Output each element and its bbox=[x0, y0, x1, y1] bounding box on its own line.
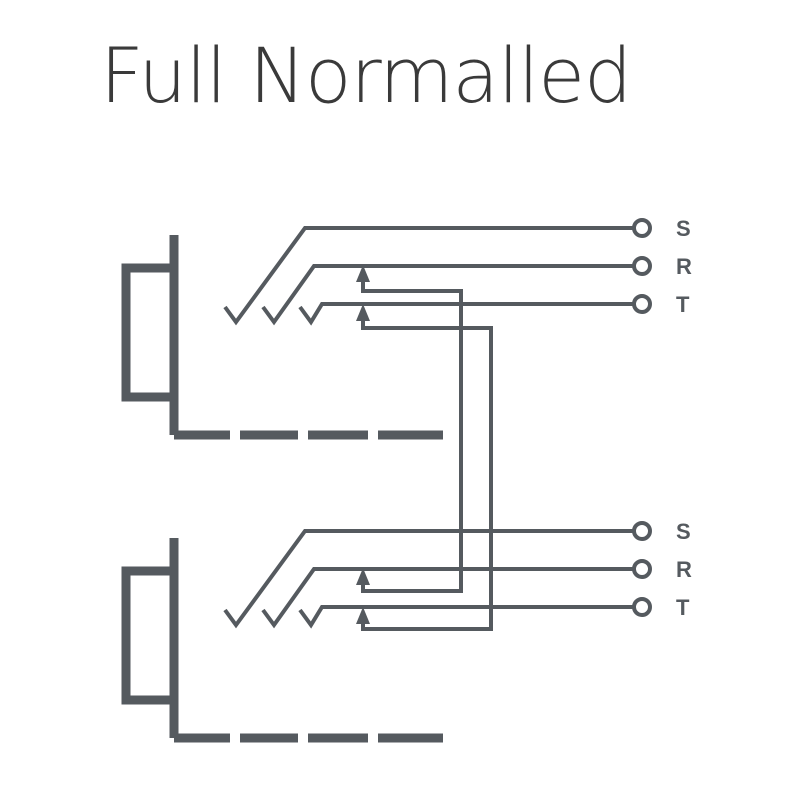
jack-top-ring-normal-wire bbox=[361, 282, 463, 593]
jack-top-ring-spring bbox=[261, 264, 634, 326]
jack-top-body bbox=[121, 235, 179, 435]
jack-top-tip-spring bbox=[298, 302, 634, 326]
jack-bottom-tip-normal-contact bbox=[356, 607, 370, 624]
jack-bottom-sleeve-spring bbox=[223, 529, 634, 629]
jack-top-tip-normal-wire bbox=[361, 321, 493, 631]
jack-top-label-s: S bbox=[676, 216, 691, 241]
jack-top-terminal-s bbox=[632, 218, 652, 238]
diagram-title: Full Normalled bbox=[100, 31, 632, 120]
jack-bottom-label-t: T bbox=[676, 595, 690, 620]
jack-top-ring-normal-contact bbox=[356, 265, 370, 282]
jack-bottom-ring-spring bbox=[261, 567, 634, 629]
jack-bottom-terminal-t bbox=[632, 597, 652, 617]
jack-top: S R T bbox=[121, 216, 692, 631]
jack-top-tip-normal-contact bbox=[356, 304, 370, 321]
jack-top-label-t: T bbox=[676, 292, 690, 317]
jack-bottom-body bbox=[121, 538, 179, 738]
jack-top-label-r: R bbox=[676, 254, 692, 279]
jack-bottom-label-s: S bbox=[676, 519, 691, 544]
jack-top-sleeve-spring bbox=[223, 226, 634, 326]
jack-bottom-ring-normal-contact bbox=[356, 568, 370, 585]
jack-bottom: S R T bbox=[121, 519, 692, 743]
jack-bottom-tip-spring bbox=[298, 605, 634, 629]
jack-bottom-label-r: R bbox=[676, 557, 692, 582]
jack-top-terminal-t bbox=[632, 294, 652, 314]
jack-top-terminal-r bbox=[632, 256, 652, 276]
jack-bottom-terminal-r bbox=[632, 559, 652, 579]
jack-bottom-terminal-s bbox=[632, 521, 652, 541]
